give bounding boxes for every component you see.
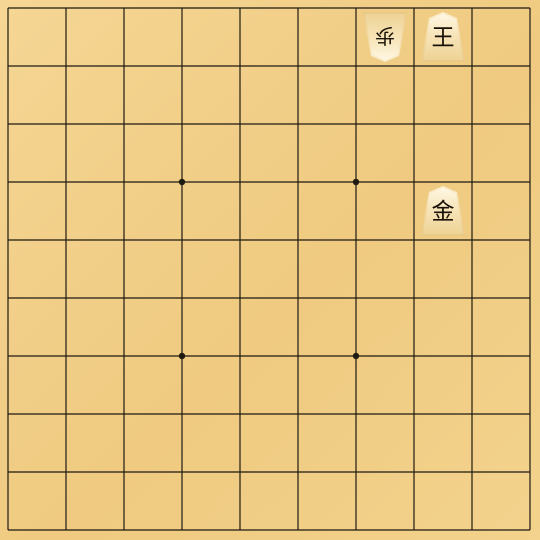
king-piece[interactable]: 王: [421, 12, 465, 62]
piece-label: 歩: [375, 24, 395, 48]
opponent-pawn-piece[interactable]: 歩: [363, 12, 407, 62]
star-point: [178, 352, 186, 360]
star-point: [352, 352, 360, 360]
piece-label: 王: [431, 25, 455, 51]
star-point: [178, 178, 186, 186]
gold-general-piece[interactable]: 金: [421, 186, 465, 236]
star-point: [352, 178, 360, 186]
piece-label: 金: [431, 199, 455, 225]
